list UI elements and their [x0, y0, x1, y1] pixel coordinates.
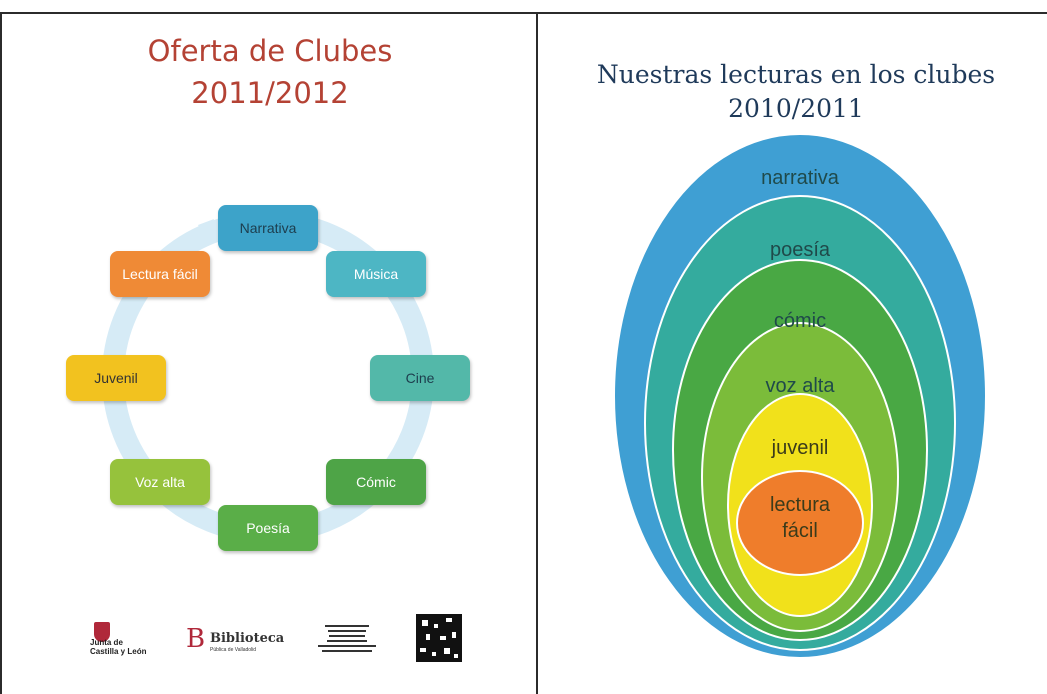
- club-label-cine: Cine: [405, 370, 435, 386]
- club-box-lectura-facil: Lectura fácil: [110, 251, 210, 297]
- left-panel-title: Oferta de Clubes 2011/2012: [80, 30, 460, 114]
- club-box-cine: Cine: [370, 355, 470, 401]
- club-box-comic: Cómic: [326, 459, 426, 505]
- ring-label-4: juvenil: [771, 437, 829, 459]
- ring-5: [736, 470, 864, 576]
- junta-logo-text: Junta de Castilla y León: [90, 638, 147, 656]
- club-box-juvenil: Juvenil: [66, 355, 166, 401]
- right-panel-title: Nuestras lecturas en los clubes 2010/201…: [566, 58, 1026, 126]
- ring-label-3: voz alta: [766, 375, 836, 397]
- biblioteca-b-icon: B: [186, 624, 206, 654]
- cycle-arrowhead-icon: [198, 219, 214, 242]
- left-title-line1: Oferta de Clubes: [147, 34, 393, 68]
- club-label-lectura-facil: Lectura fácil: [122, 266, 198, 282]
- right-title-line1: Nuestras lecturas en los clubes: [596, 60, 996, 89]
- right-title-line2: 2010/2011: [728, 94, 864, 123]
- ring-label-2: cómic: [774, 310, 826, 332]
- club-label-juvenil: Juvenil: [94, 370, 138, 386]
- club-label-poesia: Poesía: [246, 520, 290, 536]
- contact-info-block: [316, 622, 378, 662]
- biblioteca-logo-subtext: Pública de Valladolid: [210, 647, 257, 653]
- left-border: [0, 12, 2, 694]
- club-label-narrativa: Narrativa: [239, 220, 297, 236]
- club-label-voz-alta: Voz alta: [135, 474, 185, 490]
- biblioteca-logo-text: Biblioteca: [210, 631, 285, 646]
- left-title-line2: 2011/2012: [191, 76, 349, 110]
- top-border: [0, 12, 1047, 14]
- panel-divider: [536, 12, 538, 694]
- biblioteca-logo: B Biblioteca Pública de Valladolid: [186, 625, 286, 655]
- ring-label-1: poesía: [770, 239, 831, 261]
- ring-label-0: narrativa: [761, 167, 840, 189]
- club-box-musica: Música: [326, 251, 426, 297]
- ring-label-5-line1: fácil: [782, 520, 818, 542]
- ring-label-5-line0: lectura: [770, 494, 831, 516]
- junta-shield-icon: [94, 622, 110, 642]
- club-box-narrativa: Narrativa: [218, 205, 318, 251]
- club-box-voz-alta: Voz alta: [110, 459, 210, 505]
- club-box-poesia: Poesía: [218, 505, 318, 551]
- club-label-musica: Música: [353, 266, 399, 282]
- junta-logo: Junta de Castilla y León: [90, 620, 160, 660]
- club-label-comic: Cómic: [356, 474, 396, 490]
- qr-code-icon: [416, 614, 462, 662]
